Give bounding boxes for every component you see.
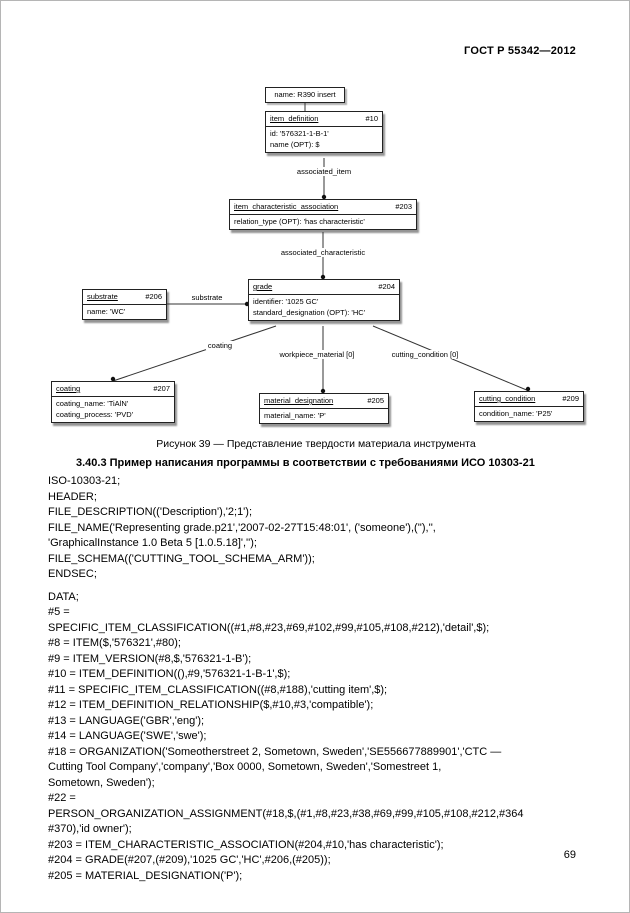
edge-label-associated-item: associated_item (294, 167, 354, 176)
code-line: FILE_DESCRIPTION(('Description'),'2;1'); (48, 506, 252, 518)
entity-header: coating #207 (52, 382, 174, 397)
entity-title: item_definition (270, 114, 319, 123)
entity-ref: #204 (378, 282, 395, 291)
section-heading: 3.40.3 Пример написания программы в соот… (76, 457, 535, 469)
entity-box-item-definition: item_definition #10 id: '576321-1-B-1' n… (265, 111, 383, 153)
code-line: #22 = (48, 792, 76, 804)
code-line: #5 = (48, 606, 70, 618)
code-line: HEADER; (48, 490, 97, 503)
entity-body: name: 'WC' (83, 305, 166, 319)
code-line: #10 = ITEM_DEFINITION((),#9,'576321-1-B-… (48, 668, 291, 680)
code-line: #11 = SPECIFIC_ITEM_CLASSIFICATION((#8,#… (48, 683, 388, 696)
entity-title: cutting_condition (479, 394, 536, 403)
entity-attribute: name: 'WC' (87, 307, 126, 316)
entity-attribute: identifier: '1025 GC' (253, 297, 319, 306)
entity-box-item-characteristic-association: item_characteristic_association #203 rel… (229, 199, 417, 230)
code-line: FILE_SCHEMA(('CUTTING_TOOL_SCHEMA_ARM'))… (48, 552, 315, 565)
entity-header: item_characteristic_association #203 (230, 200, 416, 215)
entity-attribute: material_name: 'P' (264, 411, 326, 420)
code-line: #204 = GRADE(#207,(#209),'1025 GC','HC',… (48, 854, 331, 866)
code-line: #370),'id owner'); (48, 823, 132, 835)
entity-box-cutting-condition: cutting_condition #209 condition_name: '… (474, 391, 584, 422)
code-line: #205 = MATERIAL_DESIGNATION('P'); (48, 869, 243, 882)
code-line: Sometown, Sweden'); (48, 776, 155, 789)
code-line: FILE_NAME('Representing grade.p21','2007… (48, 521, 436, 534)
section-text: 3.40.3 Пример написания программы в соот… (48, 457, 593, 884)
code-line: DATA; (48, 590, 79, 603)
figure-caption: Рисунок 39 — Представление твердости мат… (156, 438, 476, 450)
edge-label-workpiece-material: workpiece_material [0] (277, 350, 357, 359)
code-line: #12 = ITEM_DEFINITION_RELATIONSHIP($,#10… (48, 699, 374, 711)
code-line: #14 = LANGUAGE('SWE','swe'); (48, 730, 207, 742)
entity-title: item_characteristic_association (234, 202, 339, 211)
entity-body: relation_type (OPT): 'has characteristic… (230, 215, 416, 229)
entity-ref: #203 (395, 202, 412, 211)
entity-attribute: name (OPT): $ (270, 140, 320, 149)
entity-body: material_name: 'P' (260, 409, 388, 423)
entity-title: material_designation (264, 396, 334, 405)
code-line: #8 = ITEM($,'576321',#80); (48, 637, 181, 649)
edge-label-substrate: substrate (189, 293, 225, 302)
instance-diagram: name: R390 insert item_definition #10 id… (1, 1, 629, 451)
code-line: #13 = LANGUAGE('GBR','eng'); (48, 714, 205, 727)
edge-label-coating: coating (205, 341, 235, 350)
entity-attribute: condition_name: 'P25' (479, 409, 553, 418)
entity-ref: #205 (367, 396, 384, 405)
entity-ref: #209 (562, 394, 579, 403)
entity-ref: #207 (153, 384, 170, 393)
entity-header: material_designation #205 (260, 394, 388, 409)
standard-number: ГОСТ Р 55342—2012 (464, 45, 576, 57)
entity-body: id: '576321-1-B-1' name (OPT): $ (266, 127, 382, 152)
code-line: ENDSEC; (48, 568, 97, 580)
entity-box-substrate: substrate #206 name: 'WC' (82, 289, 167, 320)
edge-label-cutting-condition: cutting_condition [0] (389, 350, 461, 359)
code-line: 'GraphicalInstance 1.0 Beta 5 [1.0.5.18]… (48, 537, 257, 549)
code-line: Cutting Tool Company','company','Box 000… (48, 761, 442, 773)
entity-attribute: relation_type (OPT): 'has characteristic… (234, 217, 365, 226)
entity-title: grade (253, 282, 273, 291)
code-line: #9 = ITEM_VERSION(#8,$,'576321-1-B'); (48, 652, 252, 665)
entity-attribute: standard_designation (OPT): 'HC' (253, 308, 366, 317)
entity-body: condition_name: 'P25' (475, 407, 583, 421)
entity-box-coating: coating #207 coating_name: 'TiAlN' coati… (51, 381, 175, 423)
entity-box-material-designation: material_designation #205 material_name:… (259, 393, 389, 424)
code-listing: ISO-10303-21; HEADER; FILE_DESCRIPTION((… (48, 474, 593, 884)
code-line: ISO-10303-21; (48, 475, 121, 487)
entity-header: grade #204 (249, 280, 399, 295)
code-line: #18 = ORGANIZATION('Someotherstreet 2, S… (48, 745, 502, 758)
entity-body: identifier: '1025 GC' standard_designati… (249, 295, 399, 320)
entity-attribute: coating_name: 'TiAlN' (56, 399, 129, 408)
diagram-edges (110, 103, 531, 394)
entity-box-grade: grade #204 identifier: '1025 GC' standar… (248, 279, 400, 321)
entity-ref: #10 (365, 114, 378, 123)
entity-title: substrate (87, 292, 118, 301)
code-line: SPECIFIC_ITEM_CLASSIFICATION((#1,#8,#23,… (48, 621, 490, 634)
entity-header: substrate #206 (83, 290, 166, 305)
entity-title: coating (56, 384, 81, 393)
name-tag: name: R390 insert (265, 87, 345, 103)
edge-label-associated-characteristic: associated_characteristic (278, 248, 368, 257)
entity-attribute: coating_process: 'PVD' (56, 410, 134, 419)
entity-attribute: id: '576321-1-B-1' (270, 129, 329, 138)
code-line: #203 = ITEM_CHARACTERISTIC_ASSOCIATION(#… (48, 838, 444, 851)
code-line: PERSON_ORGANIZATION_ASSIGNMENT(#18,$,(#1… (48, 807, 524, 820)
entity-header: item_definition #10 (266, 112, 382, 127)
page-number: 69 (563, 849, 576, 861)
entity-body: coating_name: 'TiAlN' coating_process: '… (52, 397, 174, 422)
entity-ref: #206 (145, 292, 162, 301)
entity-header: cutting_condition #209 (475, 392, 583, 407)
